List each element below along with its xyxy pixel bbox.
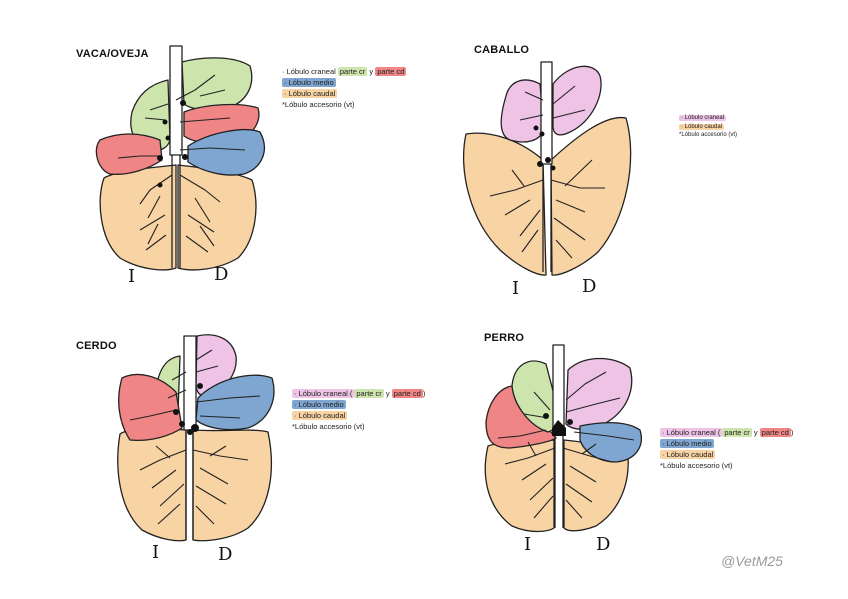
cranial-lobe-right [565,357,633,430]
legend-cerdo: · Lóbulo craneal (parte cr y parte cd) ·… [292,389,425,433]
legend-item-middle: · Lóbulo medio [292,399,346,409]
label-izquierdo-cerdo: I [152,542,160,563]
label-derecho-perro: D [596,534,611,555]
watermark: @VetM25 [721,553,783,569]
legend-item-caudal: · Lóbulo caudal [292,410,348,420]
label-derecho-caballo: D [582,276,597,297]
legend-item-caudal: · Lóbulo caudal [660,449,716,459]
label-izquierdo-caballo: I [512,278,520,299]
cranial-lobe-right [552,65,602,136]
cranial-cd-left [118,373,183,442]
label-derecho-cerdo: D [218,544,233,565]
caudal-lobe-right [192,429,273,542]
trachea [552,344,565,429]
caudal-lobe-left [99,164,177,271]
cranial-cd-left [485,385,557,449]
legend-caballo: · Lóbulo craneal · Lóbulo caudal *Lóbulo… [679,114,737,140]
trachea [169,45,183,156]
legend-item-middle: · Lóbulo medio [660,438,714,448]
trachea [183,335,197,431]
legend-item-accessory: *Lóbulo accesorio (vt) [292,421,365,431]
caudal-lobe-left [463,132,547,276]
title-vaca: VACA/OVEJA [76,48,149,60]
caudal-lobe-left [117,427,187,542]
title-caballo: CABALLO [474,44,530,56]
legend-item-caudal: · Lóbulo caudal [679,123,725,130]
lungs-vaca [95,45,265,271]
middle-lobe-right [187,129,265,176]
legend-item-accessory: *Lóbulo accesorio (vt) [282,99,355,109]
trachea [540,61,553,165]
middle-lobe-right [195,374,275,431]
legend-item-cranial: · Lóbulo craneal [679,115,727,121]
label-izquierdo-perro: I [524,534,532,555]
middle-lobe-right [579,422,642,463]
label-izquierdo-vaca: I [128,266,136,287]
legend-item-cranial: · Lóbulo craneal (parte cr y parte cd) [660,428,794,437]
lungs-perro [484,344,642,533]
caudal-lobe-right [550,116,632,276]
cranial-lobe-left [500,79,545,143]
legend-perro: · Lóbulo craneal (parte cr y parte cd) ·… [660,428,793,472]
legend-vaca: · Lóbulo craneal parte cr y parte cd · L… [282,67,407,111]
legend-item-accessory: *Lóbulo accesorio (vt) [679,132,738,139]
legend-item-middle: · Lóbulo medio [282,77,336,87]
cranial-cr-right [181,57,253,111]
legend-item-accessory: *Lóbulo accesorio (vt) [660,460,733,470]
caudal-lobe-left [484,439,555,533]
title-cerdo: CERDO [76,340,117,352]
title-perro: PERRO [484,332,525,344]
cranial-cd-left [95,133,163,175]
legend-item-caudal: · Lóbulo caudal [282,88,338,98]
legend-item-cranial: · Lóbulo craneal (parte cr y parte cd) [292,389,426,398]
label-derecho-vaca: D [214,264,229,285]
legend-item-cranial: · Lóbulo craneal parte cr y parte cd [282,67,407,76]
lungs-cerdo [117,334,275,542]
lungs-caballo [463,61,632,276]
